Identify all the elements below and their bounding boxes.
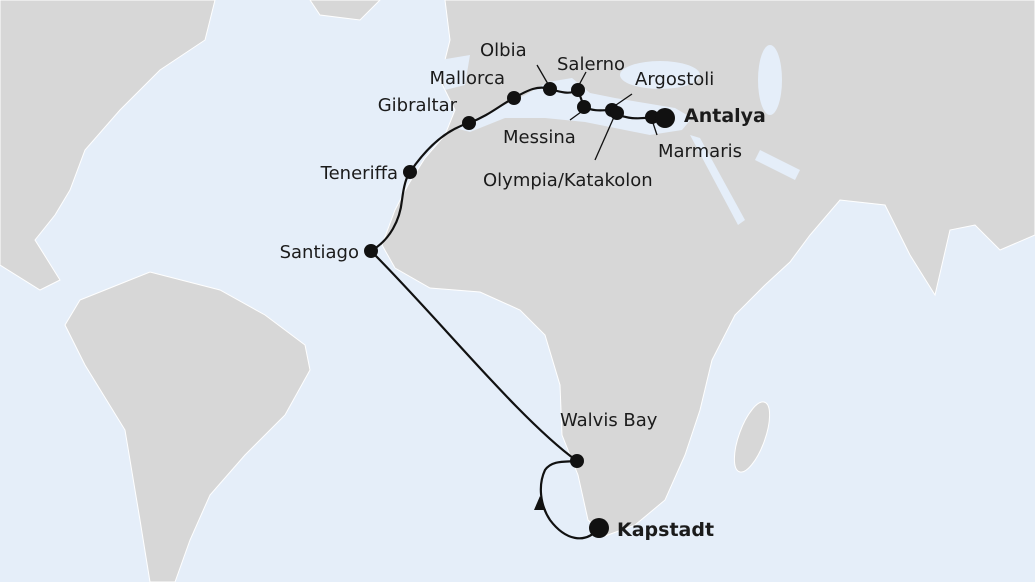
port-label-gibraltar: Gibraltar xyxy=(378,95,458,116)
arrow-head-icon xyxy=(534,496,546,510)
north-america xyxy=(0,0,216,291)
madagascar xyxy=(733,401,771,473)
port-marker-salerno xyxy=(571,83,585,97)
port-label-marmaris: Marmaris xyxy=(658,141,742,162)
messina-leader xyxy=(569,111,582,121)
port-label-kapstadt: Kapstadt xyxy=(617,519,714,541)
olympia-leader xyxy=(594,116,615,161)
port-label-teneriffa: Teneriffa xyxy=(320,163,398,184)
port-label-argostoli: Argostoli xyxy=(635,69,714,90)
black-sea xyxy=(620,61,700,89)
bay-of-biscay xyxy=(440,55,470,90)
port-marker-santiago xyxy=(364,244,378,258)
port-label-messina: Messina xyxy=(503,127,576,148)
salerno-leader xyxy=(578,71,587,86)
greenland-part xyxy=(309,0,381,21)
port-marker-gibraltar xyxy=(462,116,476,130)
port-label-santiago: Santiago xyxy=(280,242,359,263)
port-label-antalya: Antalya xyxy=(684,105,766,127)
red-sea xyxy=(690,135,745,225)
port-marker-walvis-bay xyxy=(570,454,584,468)
persian-gulf xyxy=(755,150,800,180)
port-marker-mallorca xyxy=(507,91,521,105)
eurasia-africa xyxy=(381,0,1035,537)
port-label-olbia: Olbia xyxy=(480,40,527,61)
port-label-salerno: Salerno xyxy=(557,54,625,75)
olbia-leader xyxy=(536,64,549,85)
south-america xyxy=(64,271,311,582)
caspian-sea xyxy=(758,45,782,115)
marmaris-leader xyxy=(652,122,658,136)
port-marker-olbia xyxy=(543,82,557,96)
port-marker-messina xyxy=(577,100,591,114)
mediterranean-sea xyxy=(455,78,692,135)
port-label-walvis-bay: Walvis Bay xyxy=(560,410,658,431)
argostoli-leader xyxy=(615,93,633,106)
port-marker-antalya xyxy=(655,108,675,128)
port-marker-kapstadt xyxy=(589,518,609,538)
port-marker-teneriffa xyxy=(403,165,417,179)
port-label-mallorca: Mallorca xyxy=(429,68,505,89)
port-marker-olympia-katakolon xyxy=(610,106,624,120)
port-label-olympia-katakolon: Olympia/Katakolon xyxy=(483,170,653,191)
